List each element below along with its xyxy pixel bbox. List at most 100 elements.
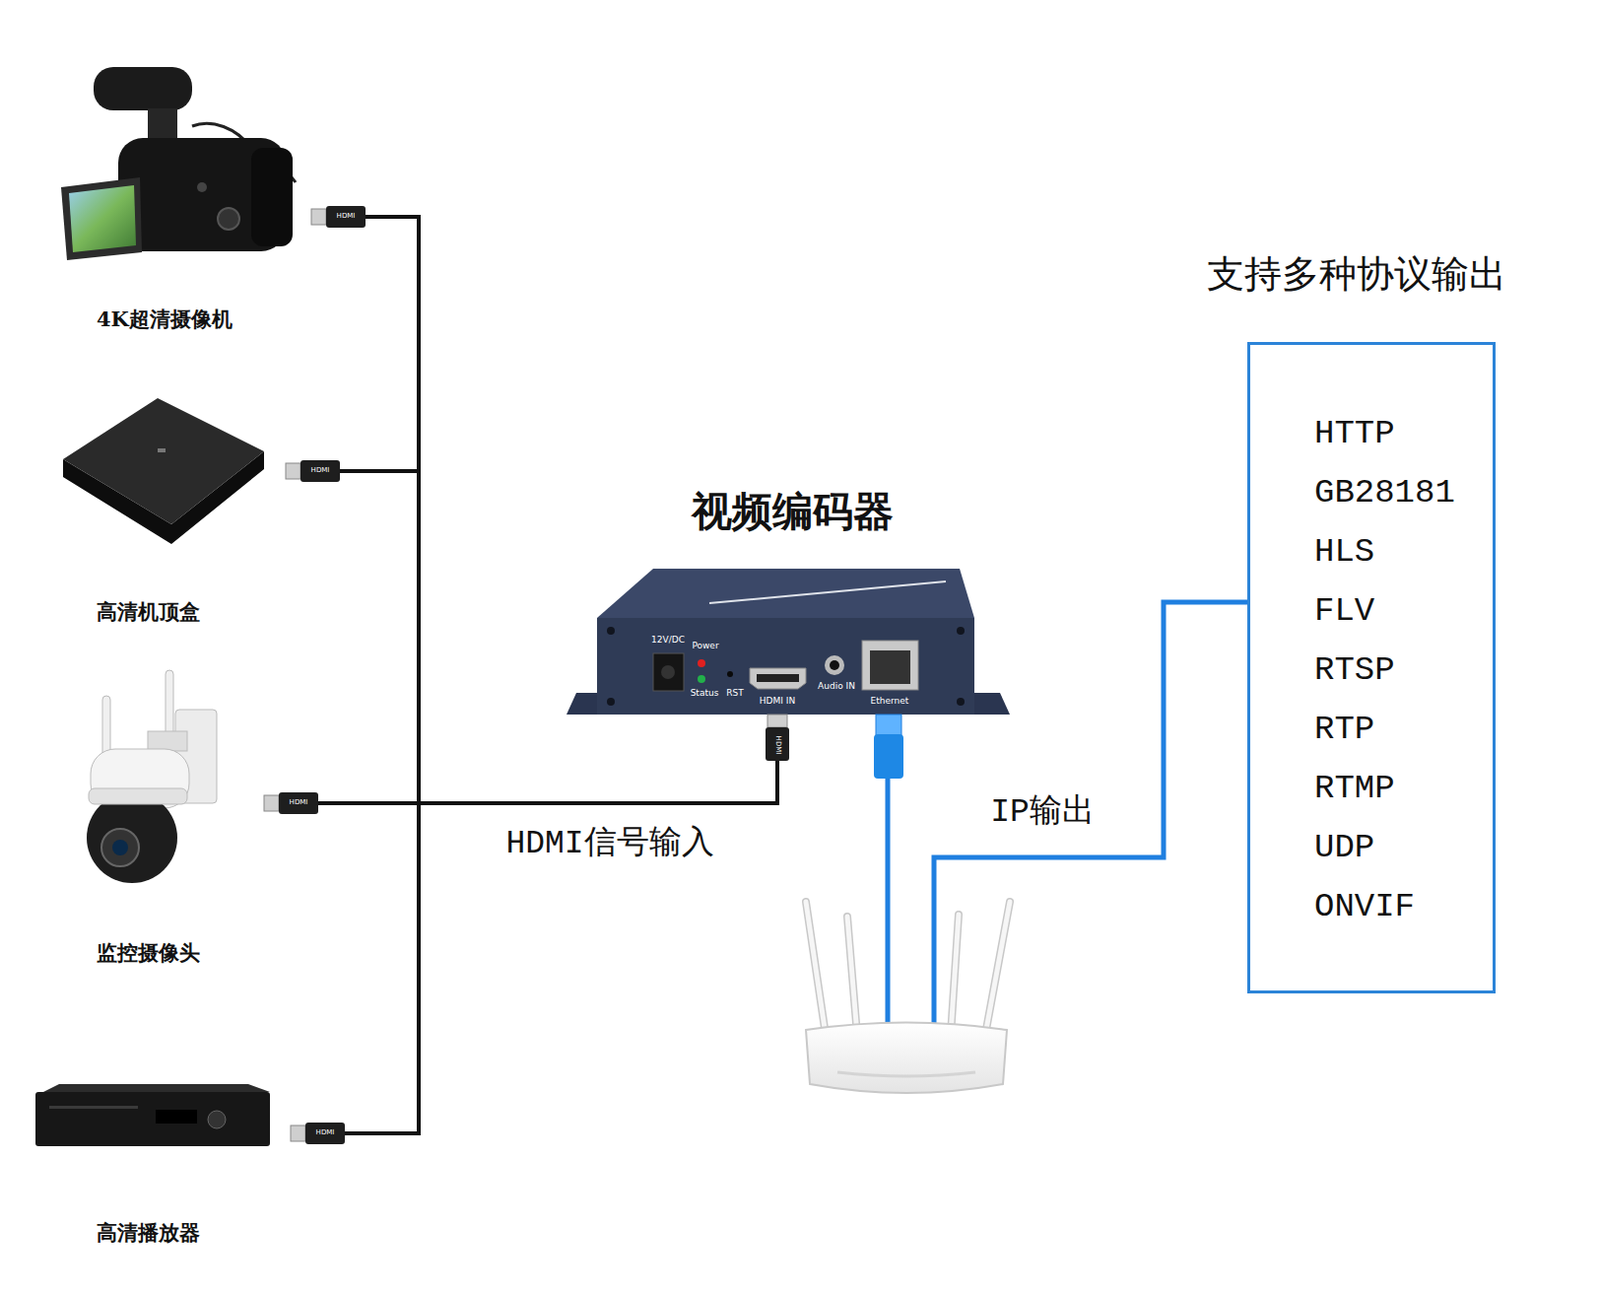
port-label: HDMI IN bbox=[759, 696, 796, 707]
protocol-name: FLV bbox=[1314, 594, 1375, 628]
box-heading: 支持多种协议输出 bbox=[1206, 252, 1507, 298]
media-player-illustration-part bbox=[49, 1105, 138, 1109]
media-player-illustration bbox=[35, 1083, 270, 1146]
media-player-node: 高清播放器 bbox=[35, 1083, 291, 1252]
hdmi-cable bbox=[264, 714, 778, 803]
port-label: Audio IN bbox=[817, 681, 856, 692]
hdmi-plug-part bbox=[326, 205, 366, 228]
surveillance-camera-illustration-part bbox=[112, 839, 129, 856]
encoder-illustration-part bbox=[756, 673, 800, 682]
protocol-box: 支持多种协议输出HTTPGB28181HLSFLVRTSPRTPRTMPUDPO… bbox=[1247, 341, 1496, 994]
set-top-box-illustration bbox=[63, 398, 265, 544]
router-illustration-part bbox=[950, 914, 959, 1035]
ethernet-plug bbox=[873, 714, 904, 779]
surveillance-camera-illustration-part bbox=[88, 788, 188, 804]
camcorder-illustration-part bbox=[61, 177, 142, 261]
hdmi-plug-part bbox=[285, 463, 301, 479]
surveillance-camera-illustration bbox=[86, 669, 217, 883]
encoder-illustration-part bbox=[956, 697, 965, 706]
ethernet-plug-part bbox=[873, 733, 904, 779]
protocol-name: HTTP bbox=[1314, 416, 1396, 451]
encoder-illustration-part bbox=[824, 655, 845, 675]
camcorder-illustration bbox=[61, 66, 296, 261]
encoder-illustration-part bbox=[869, 650, 911, 684]
surveillance-camera-illustration-part bbox=[147, 731, 188, 751]
hdmi-plug-part bbox=[300, 460, 340, 482]
hdmi-cable bbox=[311, 216, 778, 803]
camcorder-illustration-part bbox=[93, 66, 193, 111]
camcorder-node: 4K超清摄像机 bbox=[61, 61, 312, 339]
hdmi-plug-part bbox=[278, 792, 319, 814]
port-label: Status bbox=[690, 688, 720, 699]
encoder-illustration-part bbox=[697, 659, 706, 667]
device-caption: 4K超清摄像机 bbox=[96, 306, 233, 332]
edge-label: IP输出 bbox=[990, 795, 1095, 831]
router-illustration-part bbox=[985, 901, 1010, 1035]
hdmi-plug-part bbox=[765, 727, 790, 761]
plug-label: HDMI bbox=[336, 212, 356, 221]
encoder-illustration-part bbox=[606, 626, 615, 635]
media-player-illustration-part bbox=[35, 1091, 270, 1146]
encoder-illustration-part bbox=[597, 617, 975, 715]
encoder-illustration-part bbox=[974, 692, 1010, 715]
device-caption: 监控摄像头 bbox=[96, 939, 200, 965]
router-illustration-part bbox=[837, 1071, 976, 1076]
hdmi-plug bbox=[264, 792, 319, 814]
encoder-illustration-part bbox=[862, 640, 919, 690]
encoder-illustration-part bbox=[653, 653, 684, 691]
router-illustration-part bbox=[847, 916, 858, 1035]
hdmi-plug-part bbox=[767, 714, 788, 728]
encoder-illustration-part bbox=[597, 568, 975, 618]
camcorder-illustration-part bbox=[217, 207, 240, 230]
router-illustration bbox=[805, 901, 1010, 1093]
encoder-illustration-part bbox=[956, 626, 965, 635]
hdmi-cable bbox=[290, 714, 778, 1134]
encoder-illustration-part bbox=[661, 665, 675, 679]
encoder-illustration-part bbox=[749, 667, 806, 689]
signal-label: HDMI信号输入 bbox=[505, 826, 714, 863]
media-player-illustration-part bbox=[207, 1110, 226, 1129]
surveillance-camera-illustration-part bbox=[101, 828, 139, 867]
router-illustration-part bbox=[805, 1022, 1007, 1094]
encoder-illustration-part bbox=[727, 670, 734, 677]
router-illustration-part bbox=[805, 901, 826, 1035]
hdmi-plug bbox=[311, 205, 366, 228]
encoder-illustration-part bbox=[829, 660, 840, 670]
camcorder-illustration-part bbox=[251, 147, 293, 247]
protocol-name: RTP bbox=[1314, 712, 1375, 746]
encoder-illustration-part bbox=[697, 674, 706, 683]
media-player-illustration-part bbox=[43, 1083, 270, 1092]
port-label: Power bbox=[691, 641, 719, 652]
device-caption: 高清机顶盒 bbox=[96, 599, 200, 624]
plug-label: HDMI bbox=[316, 1129, 335, 1137]
surveillance-camera-illustration-part bbox=[86, 792, 178, 883]
encoder-node: 视频编码器 bbox=[566, 463, 1018, 715]
router-illustration-part bbox=[847, 916, 858, 1035]
device-title: 视频编码器 bbox=[566, 487, 1018, 536]
encoder-illustration-part bbox=[566, 692, 598, 715]
protocol-name: UDP bbox=[1314, 830, 1375, 865]
hdmi-plug-part bbox=[264, 795, 279, 811]
hdmi-plug bbox=[765, 714, 790, 761]
hdmi-plug bbox=[290, 1122, 345, 1144]
router-illustration-part bbox=[985, 901, 1010, 1035]
router-illustration-part bbox=[950, 914, 959, 1035]
port-label: 12V/DC bbox=[651, 635, 685, 646]
hdmi-plug-part bbox=[305, 1122, 345, 1144]
media-player-illustration-part bbox=[155, 1109, 198, 1124]
encoder-illustration-part bbox=[709, 581, 946, 603]
encoder-illustration-part bbox=[606, 697, 615, 706]
protocol-name: RTMP bbox=[1314, 771, 1396, 805]
set-top-box-illustration-part bbox=[157, 448, 166, 453]
camcorder-illustration-part bbox=[68, 185, 136, 253]
router-illustration-part bbox=[805, 901, 826, 1035]
protocol-name: GB28181 bbox=[1314, 475, 1456, 510]
hdmi-plug bbox=[285, 460, 340, 482]
port-label: RST bbox=[726, 688, 743, 699]
encoder-illustration bbox=[566, 568, 1010, 715]
surveillance-camera-node: 监控摄像头 bbox=[61, 665, 265, 972]
protocol-name: ONVIF bbox=[1314, 889, 1415, 924]
